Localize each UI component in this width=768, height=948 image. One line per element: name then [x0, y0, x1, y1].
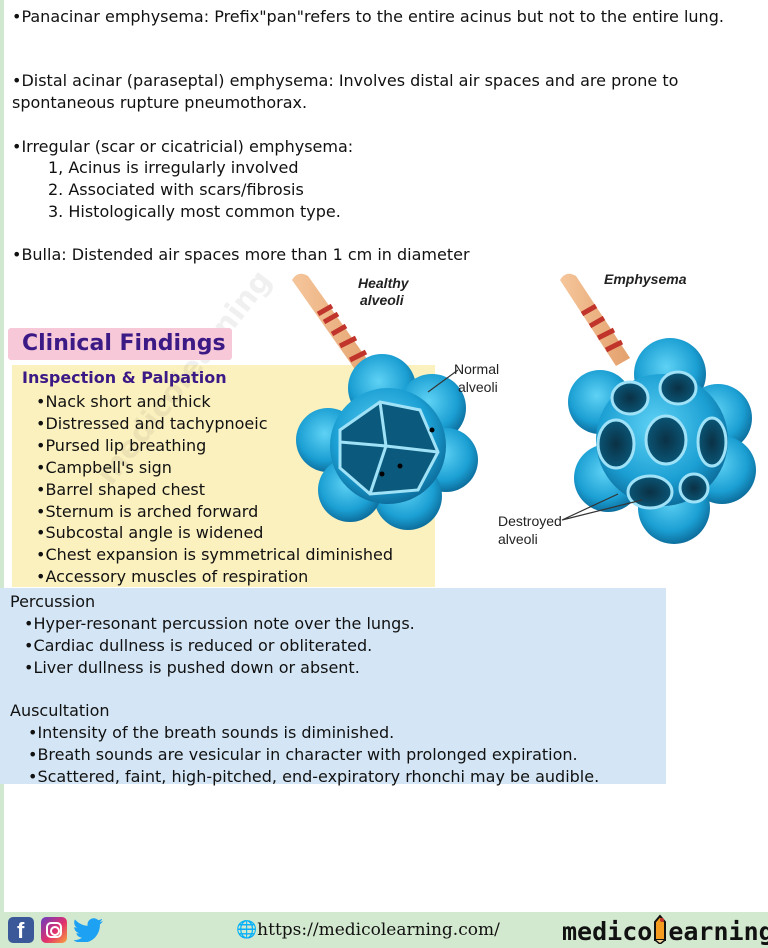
inspection-title: Inspection & Palpation [22, 368, 227, 387]
auscultation-item: •Breath sounds are vesicular in characte… [28, 745, 578, 764]
normal-label: Normal [454, 361, 499, 377]
percussion-auscultation-panel [0, 588, 666, 784]
destroyed-pointer-line [561, 493, 643, 521]
alveoli-illustration: Healthy alveoli Emphysema Normal alveoli… [292, 271, 756, 547]
healthy-label: Healthy [358, 275, 410, 291]
facebook-icon[interactable]: f [8, 917, 34, 943]
brand-logo: medico earning [562, 914, 768, 946]
percussion-item: •Liver dullness is pushed down or absent… [24, 658, 360, 677]
inspection-item: •Barrel shaped chest [36, 480, 206, 499]
destroyed-label: Destroyed [498, 513, 562, 529]
left-border [0, 0, 4, 912]
inspection-item: •Nack short and thick [36, 392, 211, 411]
website-link[interactable]: 🌐https://medicolearning.com/ [236, 920, 500, 940]
irregular-title: •Irregular (scar or cicatricial) emphyse… [12, 137, 354, 156]
inspection-item: •Accessory muscles of respiration [36, 567, 309, 586]
pencil-l-icon [654, 914, 667, 945]
percussion-title: Percussion [10, 592, 96, 611]
healthy-label-2: alveoli [360, 292, 405, 308]
auscultation-title: Auscultation [10, 701, 110, 720]
normal-pointer-line [427, 369, 459, 393]
brand-left: medico [562, 917, 653, 946]
healthy-bronchiole-icon [292, 273, 382, 388]
percussion-item: •Cardiac dullness is reduced or oblitera… [24, 636, 373, 655]
inspection-item: •Campbell's sign [36, 458, 172, 477]
twitter-icon[interactable] [74, 918, 104, 942]
emphysema-alveoli-icon [568, 338, 756, 544]
irregular-item: 3. Histologically most common type. [48, 202, 341, 221]
instagram-icon[interactable] [41, 917, 67, 943]
inspection-item: •Sternum is arched forward [36, 502, 259, 521]
website-url[interactable]: https://medicolearning.com/ [257, 920, 500, 940]
auscultation-item: •Intensity of the breath sounds is dimin… [28, 723, 395, 742]
auscultation-item: •Scattered, faint, high-pitched, end-exp… [28, 767, 600, 786]
distal-acinar-text: •Distal acinar (paraseptal) emphysema: I… [12, 71, 679, 112]
inspection-item: •Subcostal angle is widened [36, 523, 264, 542]
destroyed-label-2: alveoli [498, 531, 538, 547]
irregular-item: 2. Associated with scars/fibrosis [48, 180, 304, 199]
brand-right: earning [668, 917, 768, 946]
percussion-item: •Hyper-resonant percussion note over the… [24, 614, 415, 633]
panacinar-text: •Panacinar emphysema: Prefix"pan"refers … [12, 7, 724, 26]
inspection-item: •Distressed and tachypnoeic [36, 414, 268, 433]
emphysema-label: Emphysema [604, 271, 687, 287]
emphysema-bronchiole-icon [560, 273, 630, 366]
bulla-text: •Bulla: Distended air spaces more than 1… [12, 245, 470, 264]
irregular-item: 1, Acinus is irregularly involved [48, 158, 299, 177]
inspection-item: •Pursed lip breathing [36, 436, 207, 455]
globe-icon: 🌐 [236, 920, 258, 940]
normal-label-2: alveoli [458, 379, 498, 395]
footer-bar [0, 912, 768, 948]
clinical-findings-heading: Clinical Findings [8, 328, 232, 360]
healthy-alveoli-icon [296, 354, 478, 530]
inspection-item: •Chest expansion is symmetrical diminish… [36, 545, 394, 564]
